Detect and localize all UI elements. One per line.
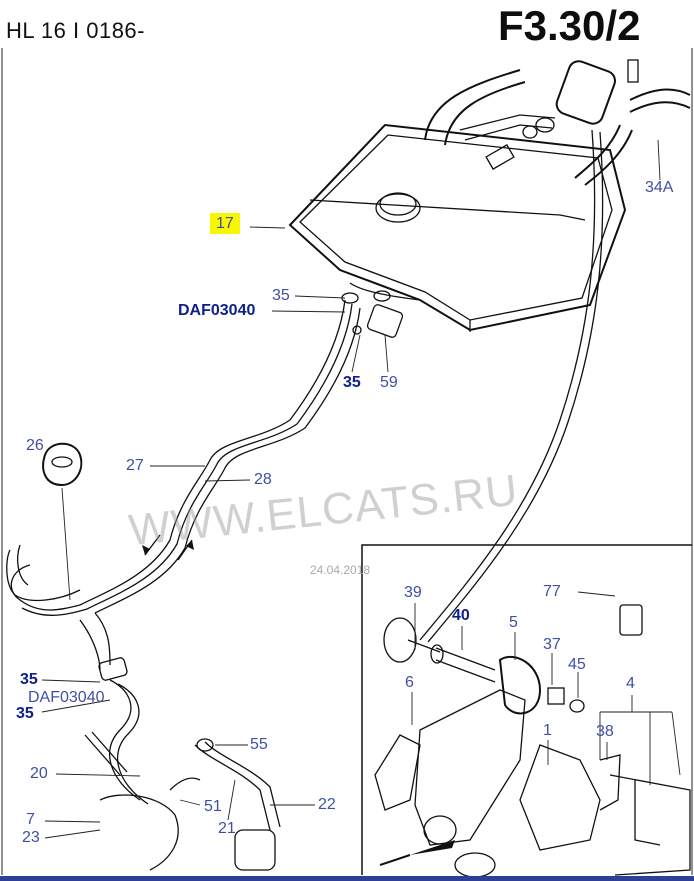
callout-20[interactable]: 20 bbox=[30, 765, 48, 782]
filler-neck bbox=[424, 69, 556, 170]
inset-detail bbox=[361, 544, 692, 878]
callout-35-upper-left[interactable]: 35 bbox=[20, 671, 38, 688]
callout-daf03040-lower[interactable]: DAF03040 bbox=[28, 689, 105, 706]
callout-28[interactable]: 28 bbox=[254, 471, 272, 488]
callout-37[interactable]: 37 bbox=[543, 636, 561, 653]
date-stamp: 24.04.2018 bbox=[310, 563, 371, 577]
callout-7[interactable]: 7 bbox=[26, 811, 35, 828]
clip-part-26 bbox=[42, 442, 83, 487]
page-code: F3.30/2 bbox=[498, 2, 641, 49]
leader-lines bbox=[41, 139, 681, 839]
callout-22[interactable]: 22 bbox=[318, 796, 336, 813]
callout-17[interactable]: 17 bbox=[210, 213, 240, 234]
carburettor-area bbox=[99, 738, 281, 871]
callout-6[interactable]: 6 bbox=[405, 674, 414, 691]
callout-21[interactable]: 21 bbox=[218, 820, 236, 837]
filler-cap bbox=[375, 193, 421, 223]
callout-35-lower-left[interactable]: 35 bbox=[16, 705, 34, 722]
callout-35[interactable]: 35 bbox=[272, 287, 290, 304]
callout-35-bold[interactable]: 35 bbox=[343, 374, 361, 391]
callout-23[interactable]: 23 bbox=[22, 829, 40, 846]
callout-59[interactable]: 59 bbox=[380, 374, 398, 391]
callout-26[interactable]: 26 bbox=[26, 437, 44, 454]
fuel-tank bbox=[288, 123, 627, 332]
callout-55[interactable]: 55 bbox=[250, 736, 268, 753]
callout-4[interactable]: 4 bbox=[626, 675, 635, 692]
callout-daf03040[interactable]: DAF03040 bbox=[178, 302, 256, 319]
bottom-border bbox=[0, 876, 694, 881]
callout-5[interactable]: 5 bbox=[509, 614, 518, 631]
flow-arrows bbox=[142, 534, 194, 561]
return-line bbox=[419, 129, 604, 643]
callout-38[interactable]: 38 bbox=[596, 723, 614, 740]
callout-51[interactable]: 51 bbox=[204, 798, 222, 815]
callout-34a[interactable]: 34A bbox=[645, 179, 674, 196]
callout-27[interactable]: 27 bbox=[126, 457, 144, 474]
callout-40[interactable]: 40 bbox=[452, 607, 470, 624]
nut-77 bbox=[619, 604, 643, 636]
callout-77[interactable]: 77 bbox=[543, 583, 561, 600]
callout-1[interactable]: 1 bbox=[543, 722, 552, 739]
callout-45[interactable]: 45 bbox=[568, 656, 586, 673]
callout-39[interactable]: 39 bbox=[404, 584, 422, 601]
fuel-filter bbox=[522, 59, 691, 186]
fuel-lines-main bbox=[6, 299, 361, 805]
page-header-left: HL 16 I 0186- bbox=[6, 18, 145, 43]
